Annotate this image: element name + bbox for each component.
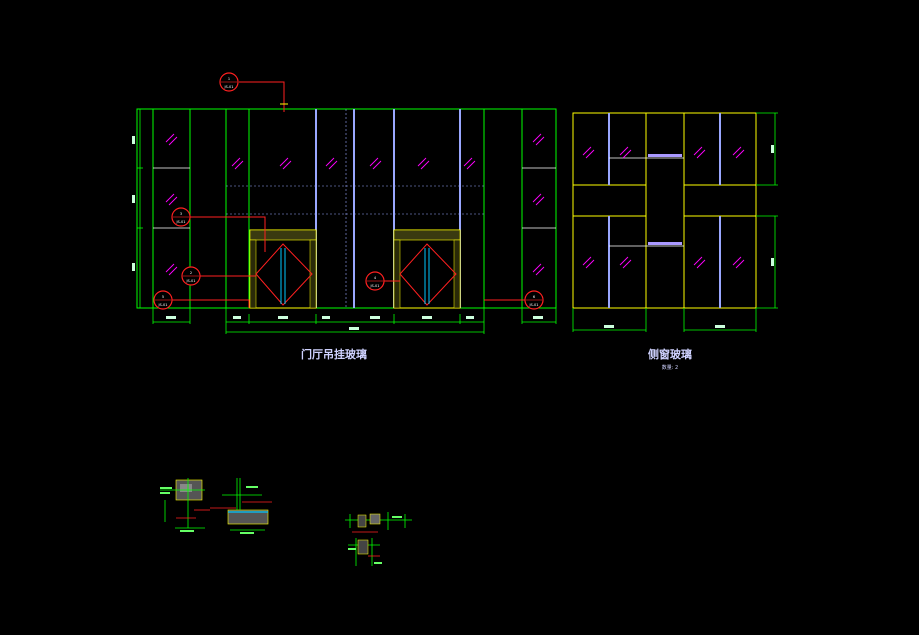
door-left-jamb-r <box>309 239 317 309</box>
callout-5: 5 JS-01 <box>153 290 250 310</box>
door-left-swing-diamond <box>255 243 313 306</box>
detail-b-leaders <box>210 501 272 509</box>
callout-5-ref: JS-01 <box>158 303 168 307</box>
callout-6: 6 JS-01 <box>484 290 544 310</box>
door-left-jamb-l <box>249 239 257 309</box>
detail-a-lines <box>160 478 205 529</box>
callout-6-ref: JS-01 <box>529 303 539 307</box>
detail-node-b <box>210 478 272 534</box>
door-left <box>249 229 317 309</box>
side-leaders <box>609 157 684 247</box>
hall-elevation: 1 JS-01 3 JS-01 2 JS-01 5 JS-01 <box>132 72 557 361</box>
door-right-header <box>393 229 461 241</box>
hall-side-transoms <box>153 167 556 229</box>
side-panels <box>572 112 757 309</box>
detail-a-fill <box>180 484 192 492</box>
callout-5-num: 5 <box>162 295 164 299</box>
side-dimensions <box>572 112 778 332</box>
door-right-jamb-l <box>393 239 401 309</box>
door-right <box>393 229 461 309</box>
callout-3-num: 3 <box>180 212 182 216</box>
hall-bottom-dimensions <box>152 308 557 334</box>
detail-a-notes <box>160 487 194 532</box>
hall-hidden-lines <box>226 109 484 308</box>
detail-b-lines <box>222 478 265 531</box>
detail-c-leaders <box>352 531 380 557</box>
callout-1: 1 JS-01 <box>219 72 288 112</box>
callout-2: 2 JS-01 <box>181 266 256 286</box>
detail-b-notes <box>240 486 258 534</box>
side-mullions <box>608 113 721 308</box>
callout-2-num: 2 <box>190 271 192 275</box>
side-dimension-marks <box>604 145 774 328</box>
detail-a-leaders <box>176 509 210 519</box>
detail-c-notes <box>348 516 402 564</box>
side-leader-notes <box>648 154 682 245</box>
callout-1-ref: JS-01 <box>224 85 234 89</box>
detail-c-block-1 <box>357 514 367 528</box>
callout-4-ref: JS-01 <box>370 284 380 288</box>
door-right-leaves <box>424 248 430 304</box>
detail-b-slab <box>227 509 269 525</box>
door-right-jamb-r <box>453 239 461 309</box>
callout-1-num: 1 <box>228 77 230 81</box>
callout-3: 3 JS-01 <box>171 207 266 252</box>
hall-dimension-marks <box>132 136 543 330</box>
callout-4: 4 JS-01 <box>365 271 400 291</box>
hall-elevation-title: 门厅吊挂玻璃 <box>301 347 367 361</box>
detail-c-block-3 <box>357 539 369 555</box>
side-elevation-subtitle: 数量: 2 <box>662 364 678 371</box>
callout-6-num: 6 <box>533 295 535 299</box>
callout-2-ref: JS-01 <box>186 279 196 283</box>
detail-node-a <box>160 478 210 532</box>
door-left-header <box>249 229 317 241</box>
callout-4-num: 4 <box>374 276 377 280</box>
detail-node-c <box>345 512 412 566</box>
callout-3-ref: JS-01 <box>176 220 186 224</box>
door-left-leaves <box>280 248 286 304</box>
side-elevation: 侧窗玻璃 数量: 2 <box>572 112 778 371</box>
hall-left-dimension <box>137 109 143 308</box>
hall-glass-hatches <box>165 133 545 276</box>
side-elevation-title: 侧窗玻璃 <box>648 347 692 361</box>
detail-c-block-2 <box>369 513 381 525</box>
door-right-swing-diamond <box>399 243 457 306</box>
side-glass-hatches <box>582 146 745 269</box>
